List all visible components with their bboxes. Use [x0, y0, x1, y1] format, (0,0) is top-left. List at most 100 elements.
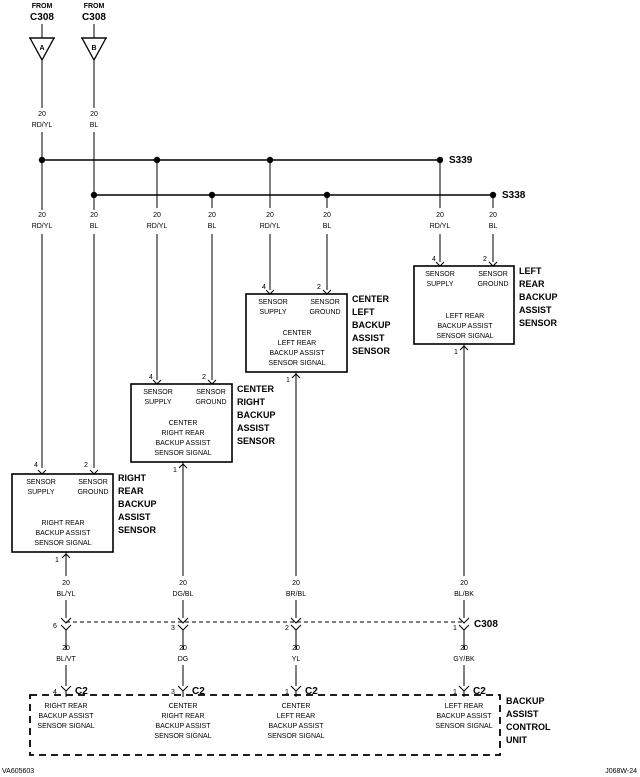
- sensor1-ground-line2: GROUND: [77, 489, 108, 496]
- sensor1-name-line4: ASSIST: [118, 512, 151, 522]
- c2-pin-4-label: 4: [53, 689, 57, 696]
- c2-label-4: C2: [473, 686, 486, 697]
- sensor-center-left: 4 2 SENSOR SUPPLY SENSOR GROUND CENTER L…: [245, 284, 391, 576]
- in2-color: DG: [178, 656, 189, 663]
- module-input2-line4: SENSOR SIGNAL: [154, 733, 211, 740]
- sensor2-signal-line1: CENTER: [169, 420, 198, 427]
- sensor1-signal-line2: BACKUP ASSIST: [35, 530, 91, 537]
- sensor3-signal-line1: CENTER: [283, 330, 312, 337]
- module-name-line4: UNIT: [506, 735, 527, 745]
- module-input3-line3: BACKUP ASSIST: [268, 723, 324, 730]
- sensor2-pin-signal: 1: [173, 467, 177, 474]
- source-b-tag: B: [91, 45, 96, 52]
- sensor3-name-line5: SENSOR: [352, 346, 391, 356]
- module-input2-line3: BACKUP ASSIST: [155, 723, 211, 730]
- c2-pin-1a-label: 1: [285, 689, 289, 696]
- source-b-from: FROM: [84, 3, 105, 10]
- sensor1-signal-line1: RIGHT REAR: [41, 520, 84, 527]
- out4-gauge: 20: [460, 580, 468, 587]
- c308-pin-2: 2: [285, 617, 302, 632]
- sensor3-supply-line1: SENSOR: [258, 299, 288, 306]
- module-input3-line2: LEFT REAR: [277, 713, 315, 720]
- module-input1-line2: BACKUP ASSIST: [38, 713, 94, 720]
- w4-ground-gauge: 20: [489, 212, 497, 219]
- backup-assist-control-unit: 4 C2 3 C2 1 C2 1 C2 RIGHT REAR BACKUP AS…: [29, 685, 551, 756]
- sensor3-name-line2: LEFT: [352, 307, 375, 317]
- c2-pin-3: 3 C2: [171, 685, 205, 697]
- c308-pin-3: 3: [171, 617, 189, 632]
- sensor2-name-line1: CENTER: [237, 384, 275, 394]
- sensor4-ground-line1: SENSOR: [478, 271, 508, 278]
- sensor-center-right: 4 2 SENSOR SUPPLY SENSOR GROUND CENTER R…: [130, 374, 276, 576]
- c308-pin-6-label: 6: [53, 623, 57, 630]
- w3-supply-gauge: 20: [266, 212, 274, 219]
- source-b-gauge: 20: [90, 111, 98, 118]
- sensor1-supply-line2: SUPPLY: [27, 489, 54, 496]
- connector-c308: 6 3 2 1 C308: [53, 617, 498, 632]
- sensor4-supply-line1: SENSOR: [425, 271, 455, 278]
- w4-ground-color: BL: [489, 223, 498, 230]
- sensor1-pin-ground: 2: [84, 462, 88, 469]
- out3-color: BR/BL: [286, 591, 306, 598]
- module-input1-line1: RIGHT REAR: [44, 703, 87, 710]
- module-input1-line3: SENSOR SIGNAL: [37, 723, 94, 730]
- in2-gauge: 20: [179, 645, 187, 652]
- source-a: FROM C308 A: [28, 3, 56, 62]
- sensor2-ground-line2: GROUND: [195, 399, 226, 406]
- module-input2-line1: CENTER: [169, 703, 198, 710]
- sensor3-name-line1: CENTER: [352, 294, 390, 304]
- w1-supply-color: RD/YL: [32, 223, 53, 230]
- in4-color: GY/BK: [453, 656, 475, 663]
- w2-ground-gauge: 20: [208, 212, 216, 219]
- sensor4-name-line1: LEFT: [519, 266, 542, 276]
- module-input4-line2: BACKUP ASSIST: [436, 713, 492, 720]
- sensor2-pin-ground: 2: [202, 374, 206, 381]
- module-input3-line1: CENTER: [282, 703, 311, 710]
- sensor3-signal-line3: BACKUP ASSIST: [269, 350, 325, 357]
- out1-color: BL/YL: [56, 591, 75, 598]
- module-name-line3: CONTROL: [506, 722, 551, 732]
- c308-pin-2-label: 2: [285, 625, 289, 632]
- source-a-connector: C308: [30, 12, 54, 23]
- sensor1-ground-line1: SENSOR: [78, 479, 108, 486]
- splice-s339-label: S339: [449, 155, 473, 166]
- source-b: FROM C308 B: [80, 3, 108, 62]
- source-a-color: RD/YL: [32, 122, 53, 129]
- out2-gauge: 20: [179, 580, 187, 587]
- out4-color: BL/BK: [454, 591, 474, 598]
- source-a-from: FROM: [32, 3, 53, 10]
- sensor3-signal-line4: SENSOR SIGNAL: [268, 360, 325, 367]
- splice-s338: S338: [90, 190, 526, 201]
- sensor4-name-line5: SENSOR: [519, 318, 558, 328]
- c2-pin-1-left: 1 C2: [453, 685, 486, 697]
- sensor1-signal-line3: SENSOR SIGNAL: [34, 540, 91, 547]
- sensor2-signal-line3: BACKUP ASSIST: [155, 440, 211, 447]
- sensor3-pin-supply: 4: [262, 284, 266, 291]
- sensor4-pin-supply: 4: [432, 256, 436, 263]
- sensor4-ground-line2: GROUND: [477, 281, 508, 288]
- w3-supply-color: RD/YL: [260, 223, 281, 230]
- sensor2-pin-supply: 4: [149, 374, 153, 381]
- sensor2-signal-line2: RIGHT REAR: [161, 430, 204, 437]
- w3-ground-color: BL: [323, 223, 332, 230]
- w3-ground-gauge: 20: [323, 212, 331, 219]
- sensor2-supply-line2: SUPPLY: [144, 399, 171, 406]
- w1-ground-gauge: 20: [90, 212, 98, 219]
- sensor1-name-line1: RIGHT: [118, 473, 147, 483]
- w4-supply-color: RD/YL: [430, 223, 451, 230]
- out2-color: DG/BL: [172, 591, 193, 598]
- sensor4-name-line4: ASSIST: [519, 305, 552, 315]
- module-name-line1: BACKUP: [506, 696, 545, 706]
- w2-supply-gauge: 20: [153, 212, 161, 219]
- sensor3-ground-line2: GROUND: [309, 309, 340, 316]
- c2-pin-4: 4 C2: [53, 685, 88, 697]
- sensor3-signal-line2: LEFT REAR: [278, 340, 316, 347]
- sensor2-supply-line1: SENSOR: [143, 389, 173, 396]
- source-b-connector: C308: [82, 12, 106, 23]
- source-a-gauge: 20: [38, 111, 46, 118]
- sensor3-ground-line1: SENSOR: [310, 299, 340, 306]
- sensor4-signal-line2: BACKUP ASSIST: [437, 323, 493, 330]
- in4-gauge: 20: [460, 645, 468, 652]
- in3-gauge: 20: [292, 645, 300, 652]
